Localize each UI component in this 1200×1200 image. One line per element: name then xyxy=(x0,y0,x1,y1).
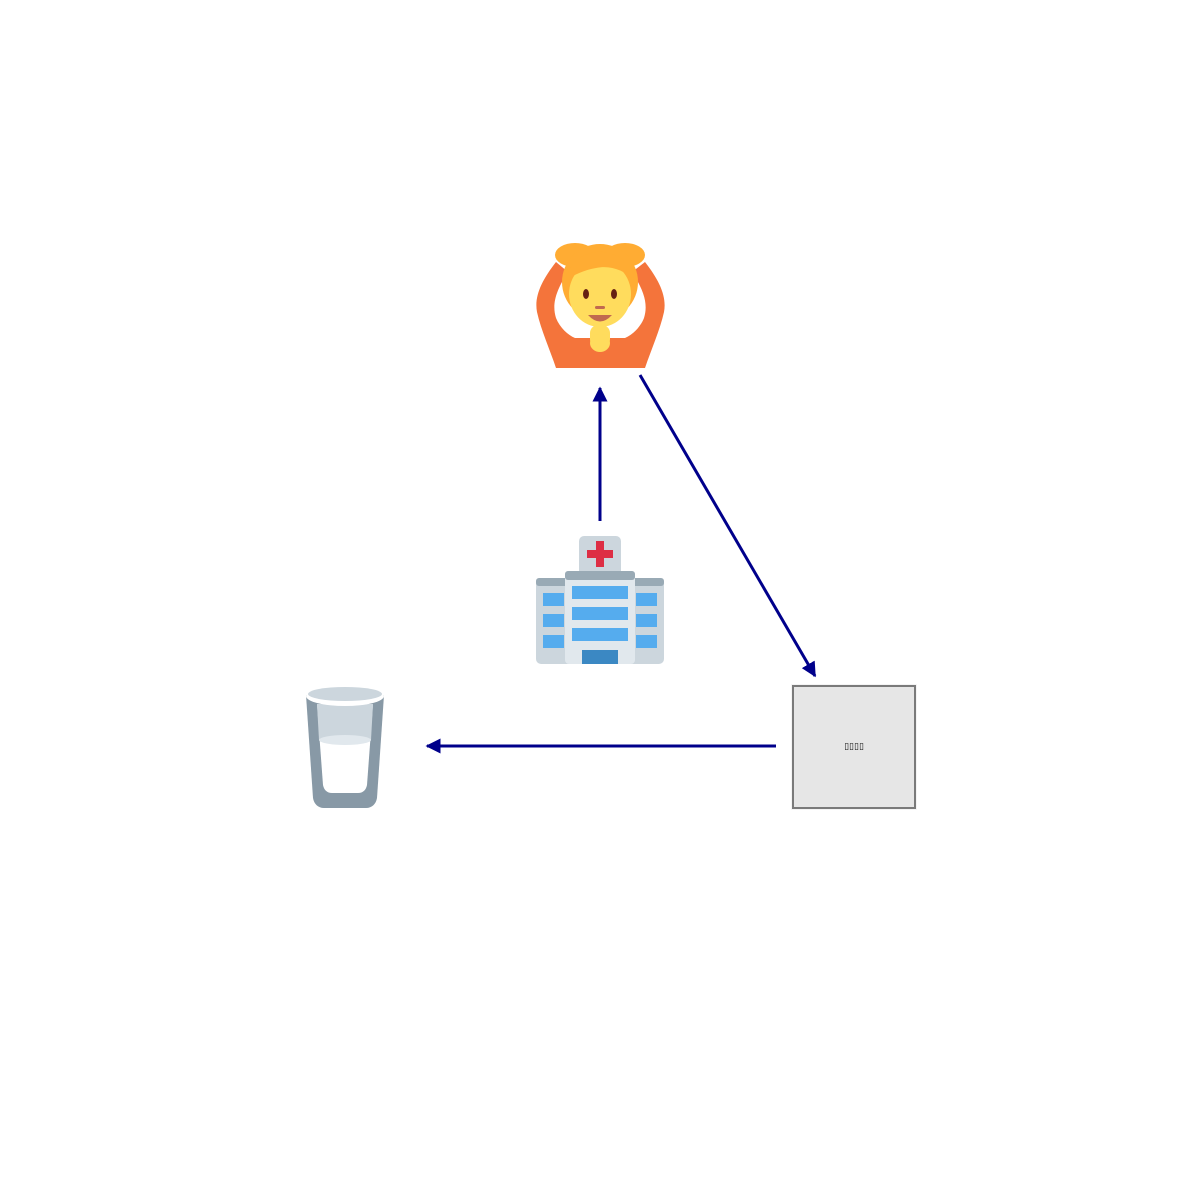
box-node: ▯▯▯▯ xyxy=(791,684,917,810)
box-node-frame xyxy=(792,685,916,809)
edges xyxy=(425,374,817,754)
edge-person-to-box xyxy=(638,374,817,678)
glass-of-milk-icon xyxy=(306,686,384,808)
person-gesturing-ok-icon xyxy=(536,243,665,368)
hospital-icon xyxy=(536,536,664,664)
box-node-label: ▯▯▯▯ xyxy=(844,742,864,752)
